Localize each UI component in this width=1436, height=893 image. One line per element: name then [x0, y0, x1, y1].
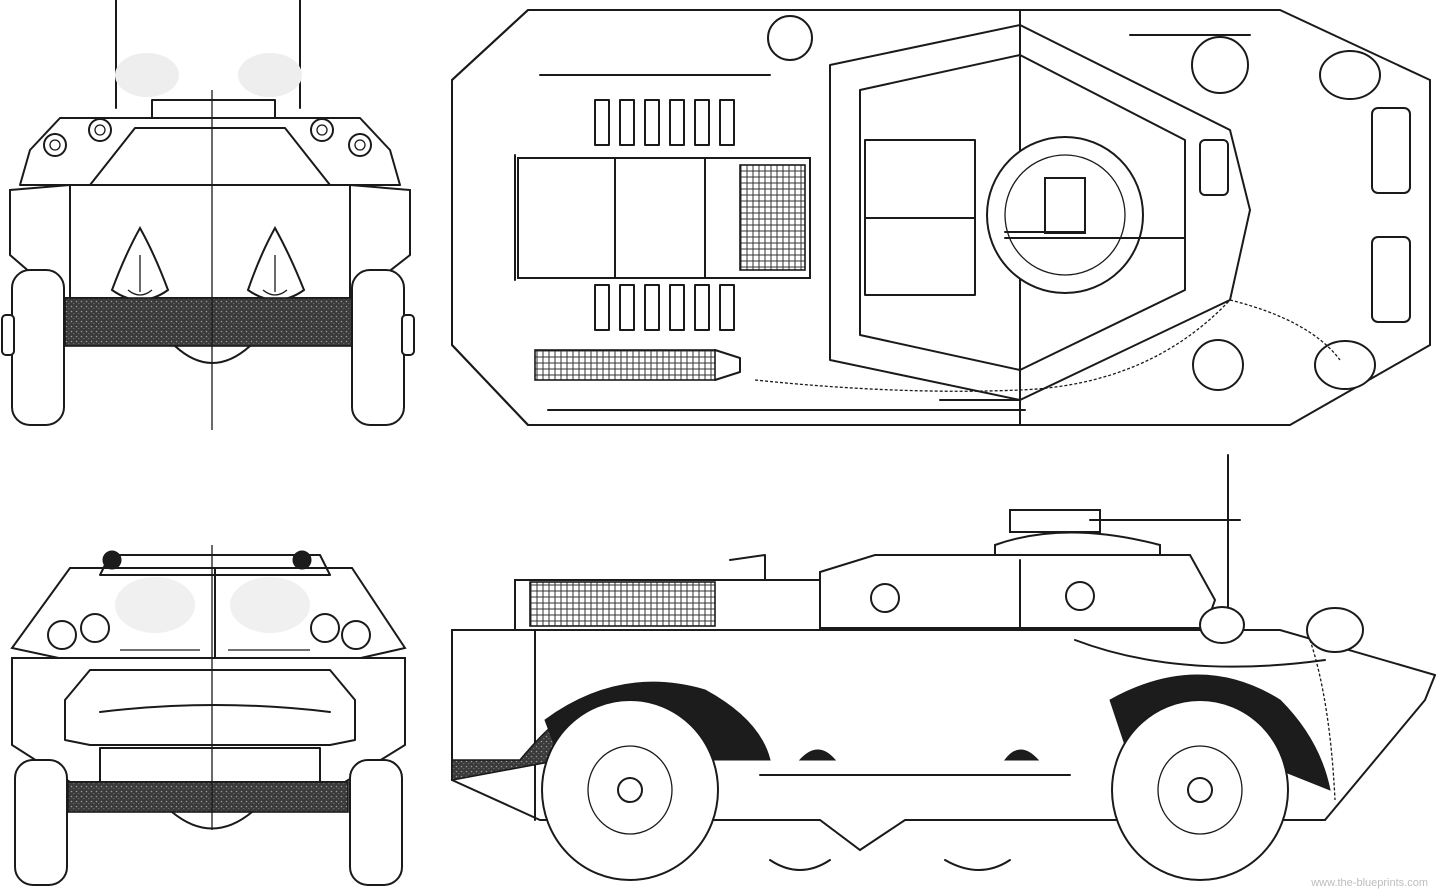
watermark-text: www.the-blueprints.com	[1311, 877, 1428, 889]
front-view	[1, 0, 415, 430]
top-view	[451, 9, 1431, 426]
rear-view	[10, 545, 407, 886]
side-view	[451, 454, 1436, 881]
